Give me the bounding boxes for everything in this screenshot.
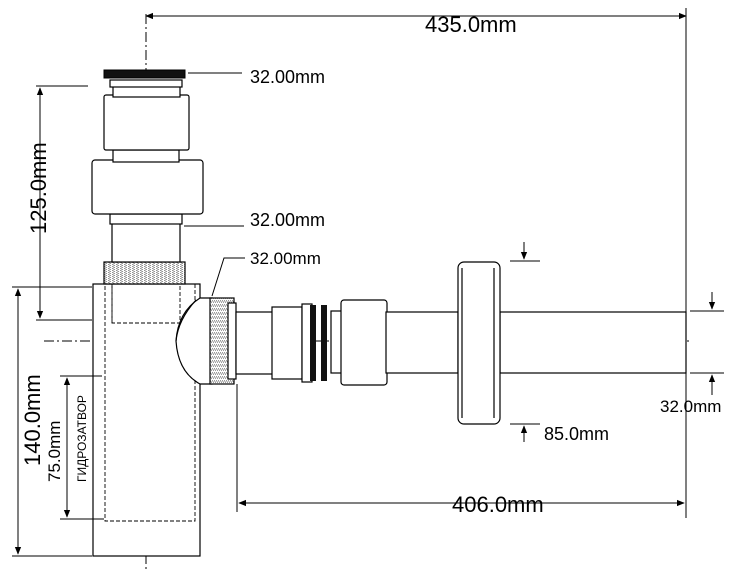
body-height-label: 140.0mm [20,374,45,466]
flange-offset-label: 85.0mm [544,424,609,444]
seal-ring-1 [310,305,316,381]
body-thread [103,261,186,285]
horizontal-pipe [235,299,687,386]
water-seal-label: 75.0mm [45,421,64,482]
water-seal-caption: ГИДРОЗАТВОР [75,395,89,482]
upper-stack [91,79,204,263]
overall-width-label: 435.0mm [425,12,517,37]
top-outlet-label: 32.00mm [250,67,325,87]
horizontal-length-label: 406.0mm [452,492,544,517]
wall-flange [457,261,501,425]
side-outlet [175,297,213,385]
side-connector-label: 32.00mm [250,249,321,268]
pipe-diameter-label: 32.0mm [660,397,721,416]
seal-ring-2 [321,305,327,381]
dimension-lines [12,8,724,557]
mid-connector-label: 32.00mm [250,210,325,230]
top-cap [103,69,186,79]
outlet-ring [227,302,237,380]
top-height-label: 125.0mm [26,142,51,234]
